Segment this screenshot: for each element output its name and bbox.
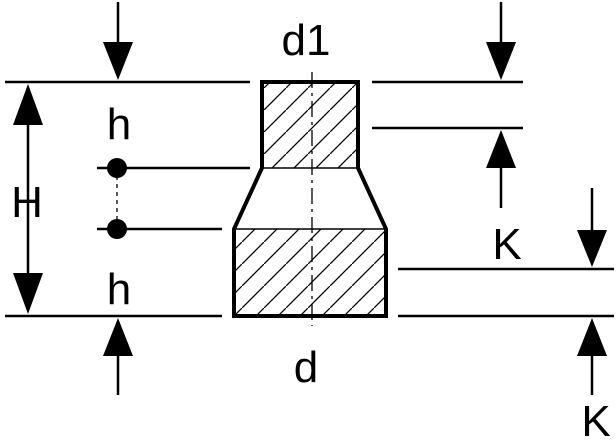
dimension-dots <box>107 158 127 239</box>
H-arrow-down-icon <box>13 273 43 314</box>
fitting-outline <box>232 80 388 318</box>
dot-icon-lower <box>107 219 127 239</box>
top-hatched-section <box>262 82 358 168</box>
k-upper-dimension <box>486 2 516 208</box>
h-bottom-dimension <box>103 318 133 395</box>
label-h-bottom: h <box>107 265 131 314</box>
k-upper-arrow-up-icon <box>486 130 516 168</box>
label-H: H <box>11 178 43 227</box>
label-K-lower: K <box>581 397 610 446</box>
label-K-upper: K <box>492 220 521 269</box>
h-bottom-arrow-up-icon <box>103 318 133 356</box>
label-d1: d1 <box>282 16 331 65</box>
label-h-top: h <box>107 100 131 149</box>
h-top-dimension <box>103 2 133 80</box>
H-arrow-up-icon <box>13 84 43 125</box>
k-lower-arrow-down-icon <box>577 230 607 267</box>
fitting-body <box>232 80 388 318</box>
H-dimension <box>13 84 43 314</box>
k-upper-arrow-down-icon <box>486 42 516 80</box>
h-top-arrow-down-icon <box>103 42 133 80</box>
bottom-hatched-section <box>234 229 386 316</box>
k-lower-arrow-up-icon <box>577 318 607 356</box>
k-lower-dimension <box>577 188 607 395</box>
label-d: d <box>294 343 318 392</box>
